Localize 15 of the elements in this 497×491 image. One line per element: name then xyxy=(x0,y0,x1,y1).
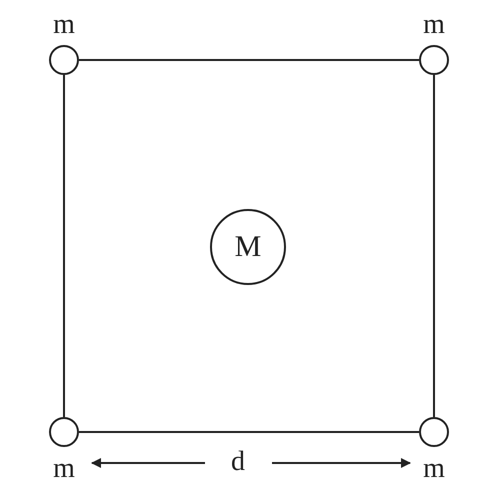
square-side xyxy=(63,75,65,417)
square-side xyxy=(79,59,419,61)
mass-circle xyxy=(49,45,79,75)
dimension-label: d xyxy=(230,448,246,476)
square-side xyxy=(433,75,435,417)
mass-label: m xyxy=(52,11,76,39)
mass-label: m xyxy=(422,455,446,483)
mass-circle xyxy=(419,417,449,447)
mass-label: M xyxy=(234,230,262,264)
mass-circle xyxy=(419,45,449,75)
mass-label: m xyxy=(52,455,76,483)
square-side xyxy=(79,431,419,433)
mass-label: m xyxy=(422,11,446,39)
mass-circle xyxy=(210,209,286,285)
mass-circle xyxy=(49,417,79,447)
